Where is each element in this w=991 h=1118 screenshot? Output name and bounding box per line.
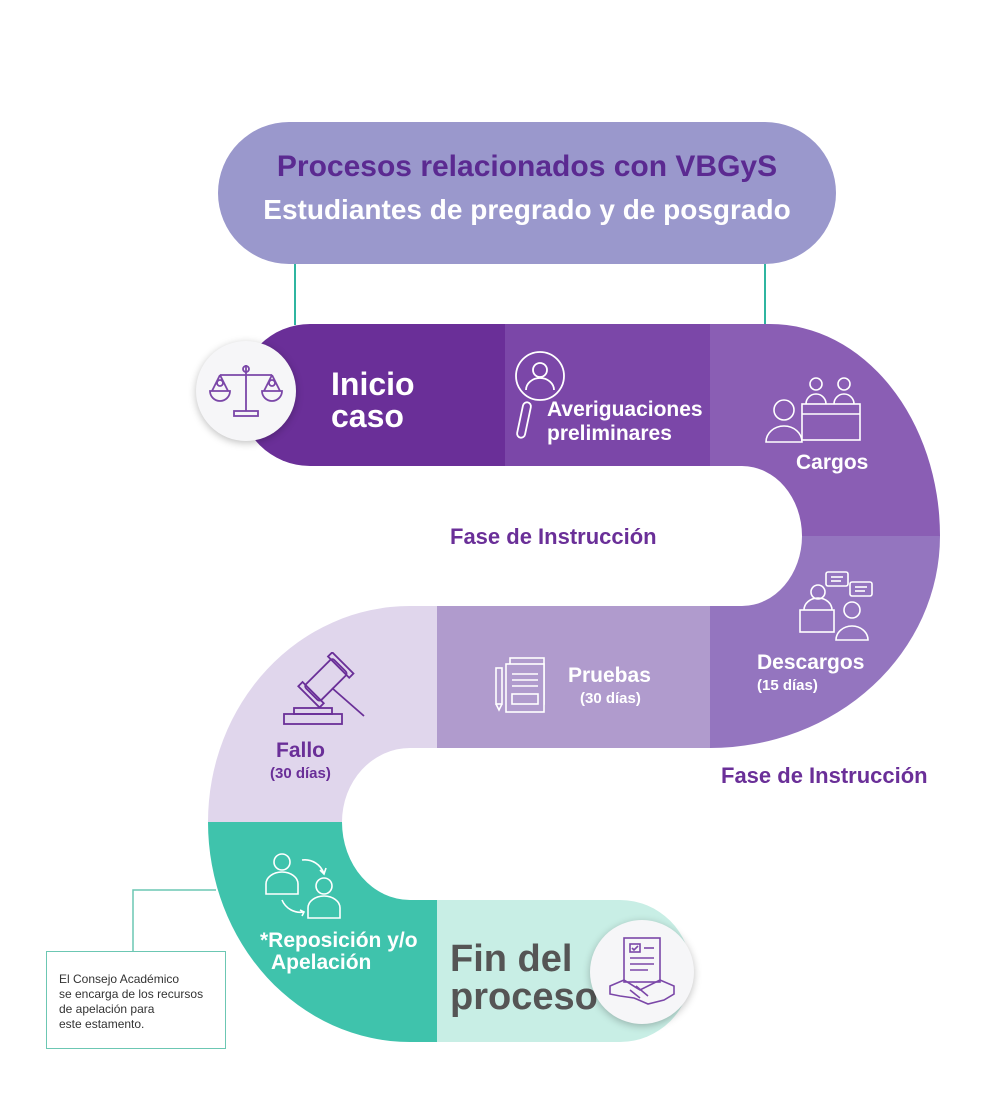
agreement-badge [590, 920, 694, 1024]
exchange-people-icon [265, 853, 341, 919]
averiguaciones-label-2: preliminares [547, 422, 672, 445]
pruebas-label: Pruebas [568, 664, 651, 687]
averiguaciones-label-1: Averiguaciones [547, 398, 703, 421]
reposicion-label-2: Apelación [271, 951, 372, 974]
note-line-4: este estamento. [59, 1017, 145, 1031]
note-line-1: El Consejo Académico [59, 972, 180, 986]
note-connector [132, 889, 216, 951]
title-line-2: Estudiantes de pregrado y de posgrado [263, 194, 791, 225]
phase-label-top: Fase de Instrucción [450, 524, 657, 549]
title-line-1: Procesos relacionados con VBGyS [276, 150, 778, 183]
segment-pruebas [437, 606, 710, 748]
segment-inicio [239, 324, 505, 466]
inicio-label-2: caso [331, 398, 404, 434]
segment-reposicion [208, 822, 437, 1042]
gavel-icon [283, 652, 365, 725]
segment-descargos [710, 536, 940, 748]
phase-label-bottom: Fase de Instrucción [721, 763, 928, 788]
scales-badge [196, 341, 296, 441]
inicio-label-1: Inicio [331, 366, 415, 402]
fallo-days: (30 días) [270, 765, 331, 782]
note-line-2: se encarga de los recursos [59, 987, 204, 1001]
scales-icon [209, 365, 283, 417]
descargos-days: (15 días) [757, 677, 818, 694]
segment-cargos [710, 324, 940, 536]
dialogue-icon [799, 571, 873, 641]
fin-label-2: proceso [450, 976, 598, 1018]
documents-icon [495, 657, 545, 713]
tribunal-icon [765, 377, 861, 443]
fallo-label: Fallo [276, 739, 326, 762]
reposicion-label-1: *Reposición y/o [260, 929, 418, 952]
note-line-3: de apelación para [59, 1002, 155, 1016]
descargos-label: Descargos [757, 651, 865, 674]
pruebas-days: (30 días) [580, 690, 641, 707]
fin-label-1: Fin del [450, 938, 573, 980]
handshake-document-icon [609, 937, 675, 1005]
segment-averiguaciones [505, 324, 710, 466]
cargos-label: Cargos [796, 451, 869, 474]
title-pill [218, 122, 836, 264]
note-box: El Consejo Académico se encarga de los r… [46, 951, 226, 1049]
magnifier-person-icon [515, 351, 565, 439]
